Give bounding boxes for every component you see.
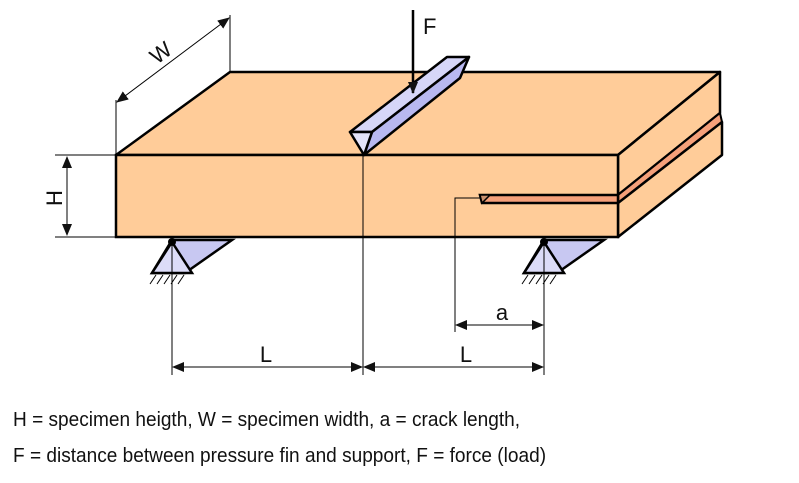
span-dimension-right: L	[363, 342, 544, 372]
fin-end-face	[348, 130, 374, 157]
legend-line-1: H = specimen heigth, W = specimen width,…	[13, 408, 521, 431]
height-dimension: H	[42, 154, 116, 238]
crack-length-label: a	[496, 300, 509, 325]
bending-test-diagram: F W H L L a	[42, 10, 724, 375]
legend-line-2: F = distance between pressure fin and su…	[13, 444, 547, 467]
pressure-fin	[348, 55, 471, 157]
right-ground-hatch	[521, 274, 557, 285]
right-support	[521, 238, 608, 285]
crack-tip	[479, 194, 492, 205]
span-left-label: L	[260, 342, 272, 367]
left-ground-hatch	[149, 274, 185, 285]
left-support-pin	[168, 238, 176, 246]
span-right-label: L	[460, 342, 472, 367]
crack-extension	[454, 197, 480, 332]
force-label: F	[423, 14, 436, 39]
right-support-pin	[540, 238, 548, 246]
crack-length-dimension: a	[455, 300, 544, 330]
crack-front-face	[478, 193, 620, 205]
height-label: H	[42, 190, 67, 206]
span-dimension-left: L	[172, 342, 363, 372]
left-support	[149, 238, 236, 285]
width-label: W	[145, 36, 177, 69]
